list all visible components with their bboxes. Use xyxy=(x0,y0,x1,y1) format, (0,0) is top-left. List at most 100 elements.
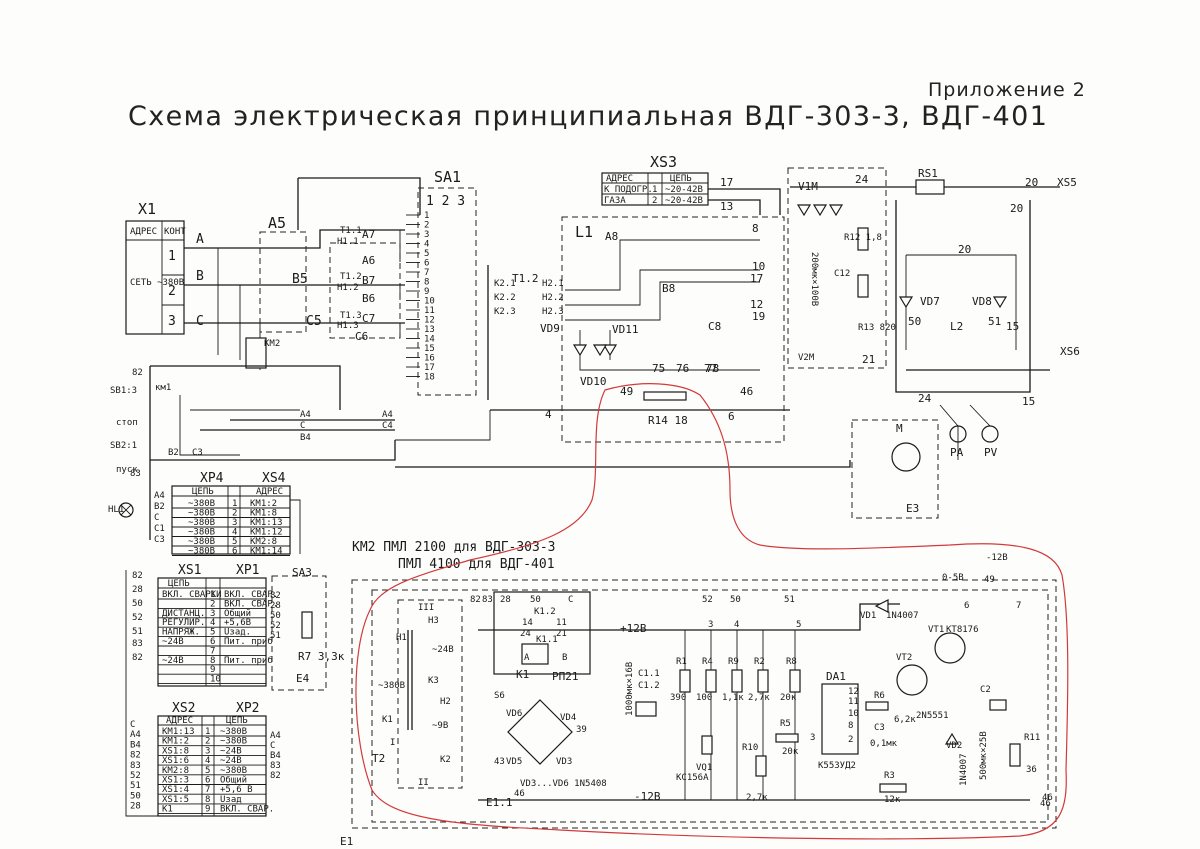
e1-pin-label: 46 xyxy=(1042,793,1053,803)
c2-label: C2 xyxy=(980,685,991,695)
xs1-left-wire: 50 xyxy=(132,599,143,609)
xs2-left-wire: C xyxy=(130,720,135,730)
a5-label: A5 xyxy=(268,214,286,232)
resistor-value: 390 xyxy=(670,693,686,703)
sb1-label: SB1:3 xyxy=(110,386,137,396)
l1-pin-label: 77 xyxy=(704,362,717,375)
page-title: Схема электрическая принципиальная ВДГ-3… xyxy=(128,101,1048,132)
e4-label: E4 xyxy=(296,672,310,685)
l1-pin-label: 19 xyxy=(752,310,765,323)
xs3-col-address: АДРЕС xyxy=(606,174,633,184)
km1-label: км1 xyxy=(155,383,171,393)
xs3-col-chain: ЦЕПЬ xyxy=(670,174,692,184)
a5-t12: T1.2 xyxy=(340,272,362,282)
xs6-label: XS6 xyxy=(1060,345,1080,358)
volt-380: ~380В xyxy=(378,681,405,691)
e1-pin-label: 52 xyxy=(702,595,713,605)
xs1-addr: Пит. приб xyxy=(224,655,273,666)
xp4-addr: КМ1:12 xyxy=(250,528,283,538)
l1-pin-label: 75 xyxy=(652,362,665,375)
xp1-label: XP1 xyxy=(236,563,259,578)
e1-pin-label: 3 xyxy=(810,733,815,743)
k1-contact-label: 24 xyxy=(520,629,531,639)
bridge-label: 39 xyxy=(576,725,587,735)
phase-a: A xyxy=(196,232,204,247)
xs2-chain: Uзад xyxy=(220,795,242,805)
e1-pin-label: 8 xyxy=(848,721,853,731)
xs1-right-wire: 50 xyxy=(270,611,281,621)
km2-note-1: КМ2 ПМЛ 2100 для ВДГ-303-3 xyxy=(352,540,556,555)
c3-label: C3 xyxy=(874,723,885,733)
k1-contact-label: 14 xyxy=(522,618,533,628)
sa1-contact-number: 16 xyxy=(424,354,435,364)
a5-c5: C5 xyxy=(306,314,322,329)
a5-b5: B5 xyxy=(292,272,308,287)
sa1-contact-number: 17 xyxy=(424,363,435,373)
output-block: V1М R12 1,8 C12 200мк×100В R13 820 V2М R… xyxy=(787,167,1080,519)
sa1-contact-number: 6 xyxy=(424,259,429,269)
xp2-label: XP2 xyxy=(236,701,259,716)
connector-x1: X1 АДРЕС КОНТ СЕТЬ ~380В 1 2 3 A B C xyxy=(125,200,204,335)
e1-pin-label: 11 xyxy=(848,697,859,707)
board-e1: E1 T2 III I II H1 K1 H3 K3 H2 K2 ~24В ~3… xyxy=(340,553,1057,848)
rp21-label: РП21 xyxy=(552,670,579,683)
xp4-col-chain: ЦЕПЬ xyxy=(192,487,214,497)
winding-ii: II xyxy=(418,778,429,788)
x1-label: X1 xyxy=(138,200,156,218)
xs2-pin: 5 xyxy=(205,766,210,776)
xp4-col-address: АДРЕС xyxy=(256,487,283,497)
r3-label: R3 xyxy=(884,771,895,781)
resistor xyxy=(789,669,801,693)
sb2-label: SB2:1 xyxy=(110,441,137,451)
t2-h2: H2 xyxy=(440,697,451,707)
xs1-pin: 3 xyxy=(210,609,215,619)
xp4-chain: ~380В xyxy=(188,518,215,528)
xs2-chain: ВКЛ. СВАР. xyxy=(220,805,274,815)
a5-h11: H1.1 xyxy=(337,237,359,247)
xp4-chain: ~380В xyxy=(188,528,215,538)
xs2-chain: ~380В xyxy=(220,766,247,776)
bridge-label: VD5 xyxy=(506,757,522,767)
xs2-label: XS2 xyxy=(172,701,195,716)
motor-label: М xyxy=(896,422,903,435)
t2-label: T2 xyxy=(372,752,385,765)
h23: H2.3 xyxy=(542,307,564,317)
xs2-right-wire: A4 xyxy=(270,731,281,741)
h21: H2.1 xyxy=(542,279,564,289)
k22: K2.2 xyxy=(494,293,516,303)
xs2-chain: ~24В xyxy=(220,756,242,766)
a5-t11: T1.1 xyxy=(340,226,362,236)
l1-pin-label: 78 xyxy=(706,362,719,375)
xs3-row-pin: 2 xyxy=(652,196,657,206)
vq1-label: VQ1 xyxy=(696,763,712,773)
k1-label: K1 xyxy=(516,668,529,681)
supply-neg12v: -12В xyxy=(634,790,661,803)
resistor xyxy=(731,669,743,693)
a5-h13: H1.3 xyxy=(337,321,359,331)
c2-value: 500мк×25В xyxy=(979,731,989,780)
l1-pin-label: 17 xyxy=(750,272,763,285)
hl1-label: HL1 xyxy=(108,505,124,515)
wire-51: 51 xyxy=(988,315,1001,328)
xs2-pin: 8 xyxy=(205,795,210,805)
e1-pin-label: 12 xyxy=(848,687,859,697)
xp4-chain: ~380В xyxy=(188,537,215,547)
xs2-left-wire: 52 xyxy=(130,771,141,781)
x1-col-address: АДРЕС xyxy=(130,227,157,237)
xs2-left-wire: 28 xyxy=(130,802,141,812)
xs1-pin: 1 xyxy=(210,590,215,600)
k21: K2.1 xyxy=(494,279,516,289)
xp4-chain: ~380В xyxy=(188,499,215,509)
k1-contact-label: 50 xyxy=(530,595,541,605)
sa1-contact-number: 11 xyxy=(424,306,435,316)
pa-label: PA xyxy=(950,446,964,459)
sa1-contact-number: 13 xyxy=(424,325,435,335)
xp4-pin: 4 xyxy=(232,528,237,538)
xs2-col-chain: ЦЕПЬ xyxy=(226,716,248,726)
l1-pin-label: 4 xyxy=(545,408,552,421)
xp4-left-wire: A4 xyxy=(154,491,165,501)
a5-h12: H1.2 xyxy=(337,283,359,293)
xs2-addr: XS1:8 xyxy=(162,746,189,756)
